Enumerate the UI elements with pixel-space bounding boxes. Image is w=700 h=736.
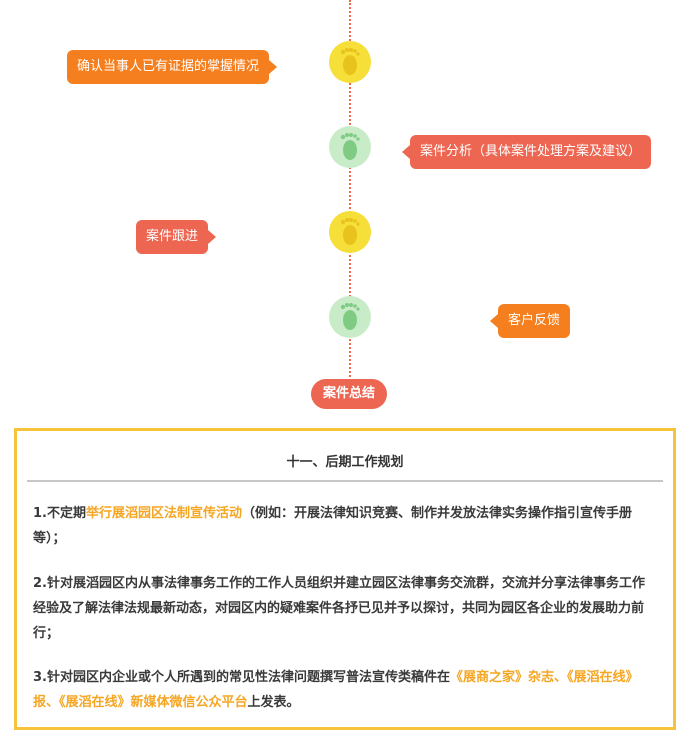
summary-label: 案件总结 bbox=[311, 379, 388, 409]
plan-title: 十一、后期工作规划 bbox=[27, 451, 663, 482]
plan-item-3-highlight: 《展商之家》杂志、《展滔在线》报、《展滔在线》新媒体微信公众平台 bbox=[33, 670, 639, 710]
plan-item-3-suffix: 上发表。 bbox=[247, 695, 300, 710]
step-4-bubble: 客户反馈 bbox=[489, 304, 571, 338]
plan-item-1: 1.不定期举行展滔园区法制宣传活动（例如：开展法律知识竞赛、制作并发放法律实务操… bbox=[33, 501, 657, 551]
timeline-node-3 bbox=[329, 211, 371, 253]
plan-item-1-prefix: 1.不定期 bbox=[33, 506, 86, 521]
step-1-bubble: 确认当事人已有证据的掌握情况 bbox=[67, 50, 278, 84]
footprint-icon bbox=[340, 48, 360, 75]
step-1-label: 确认当事人已有证据的掌握情况 bbox=[77, 59, 260, 74]
footprint-icon bbox=[340, 133, 360, 160]
timeline-node-4 bbox=[329, 296, 371, 338]
plan-item-1-suffix: （例如：开展法律知识竞赛、制作并发放法律实务操作指引宣传手册等）； bbox=[33, 506, 633, 546]
timeline-node-2 bbox=[329, 126, 371, 168]
step-3-bubble: 案件跟进 bbox=[136, 220, 217, 254]
plan-item-1-highlight: 举行展滔园区法制宣传活动 bbox=[85, 506, 242, 521]
plan-item-3: 3.针对园区内企业或个人所遇到的常见性法律问题撰写普法宣传类稿件在《展商之家》杂… bbox=[33, 665, 657, 715]
footprint-icon bbox=[340, 303, 360, 330]
step-3-label: 案件跟进 bbox=[146, 229, 199, 244]
plan-item-2-text: 2.针对展滔园区内从事法律事务工作的工作人员组织并建立园区法律事务交流群，交流并… bbox=[33, 576, 645, 641]
step-4-label: 客户反馈 bbox=[508, 313, 561, 328]
footprint-icon bbox=[340, 218, 360, 245]
timeline-node-1 bbox=[329, 41, 371, 83]
plan-item-2: 2.针对展滔园区内从事法律事务工作的工作人员组织并建立园区法律事务交流群，交流并… bbox=[33, 571, 657, 646]
step-2-label: 案件分析（具体案件处理方案及建议） bbox=[420, 144, 642, 159]
timeline-line bbox=[349, 0, 351, 385]
work-plan-panel: 十一、后期工作规划 1.不定期举行展滔园区法制宣传活动（例如：开展法律知识竞赛、… bbox=[14, 428, 676, 730]
plan-item-3-prefix: 3.针对园区内企业或个人所遇到的常见性法律问题撰写普法宣传类稿件在 bbox=[33, 670, 450, 685]
step-2-bubble: 案件分析（具体案件处理方案及建议） bbox=[401, 135, 652, 169]
